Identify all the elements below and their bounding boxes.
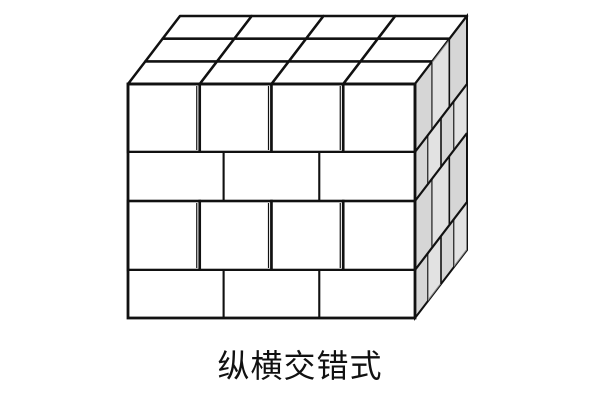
stack-front-face bbox=[126, 82, 417, 320]
front-header-brick bbox=[270, 82, 345, 154]
brick-stack-diagram bbox=[126, 13, 469, 321]
front-stretcher-brick bbox=[318, 269, 417, 319]
side-course-line bbox=[414, 132, 468, 202]
side-course-line bbox=[414, 201, 468, 271]
front-header-brick bbox=[341, 199, 417, 272]
side-brick-face bbox=[428, 236, 441, 301]
side-brick-face bbox=[432, 39, 450, 130]
front-header-brick bbox=[198, 199, 273, 272]
side-brick-face bbox=[454, 84, 467, 150]
diagram-caption: 纵横交错式 bbox=[217, 347, 383, 385]
side-brick-face bbox=[432, 156, 450, 248]
front-header-brick bbox=[126, 199, 202, 272]
side-course-line bbox=[414, 83, 468, 153]
side-brick-face bbox=[454, 202, 467, 267]
front-stretcher-brick bbox=[222, 269, 321, 319]
front-header-brick bbox=[198, 82, 273, 154]
front-stretcher-brick bbox=[127, 269, 225, 319]
front-stretcher-brick bbox=[127, 151, 225, 202]
front-header-brick bbox=[126, 82, 202, 154]
front-stretcher-brick bbox=[318, 151, 417, 202]
stack-top-face bbox=[126, 14, 469, 86]
front-face-outline bbox=[126, 82, 417, 320]
side-brick-face bbox=[428, 118, 441, 184]
front-stretcher-brick bbox=[222, 151, 321, 202]
stack-side-face bbox=[414, 13, 468, 321]
front-header-brick bbox=[270, 199, 345, 272]
front-header-brick bbox=[341, 82, 417, 154]
